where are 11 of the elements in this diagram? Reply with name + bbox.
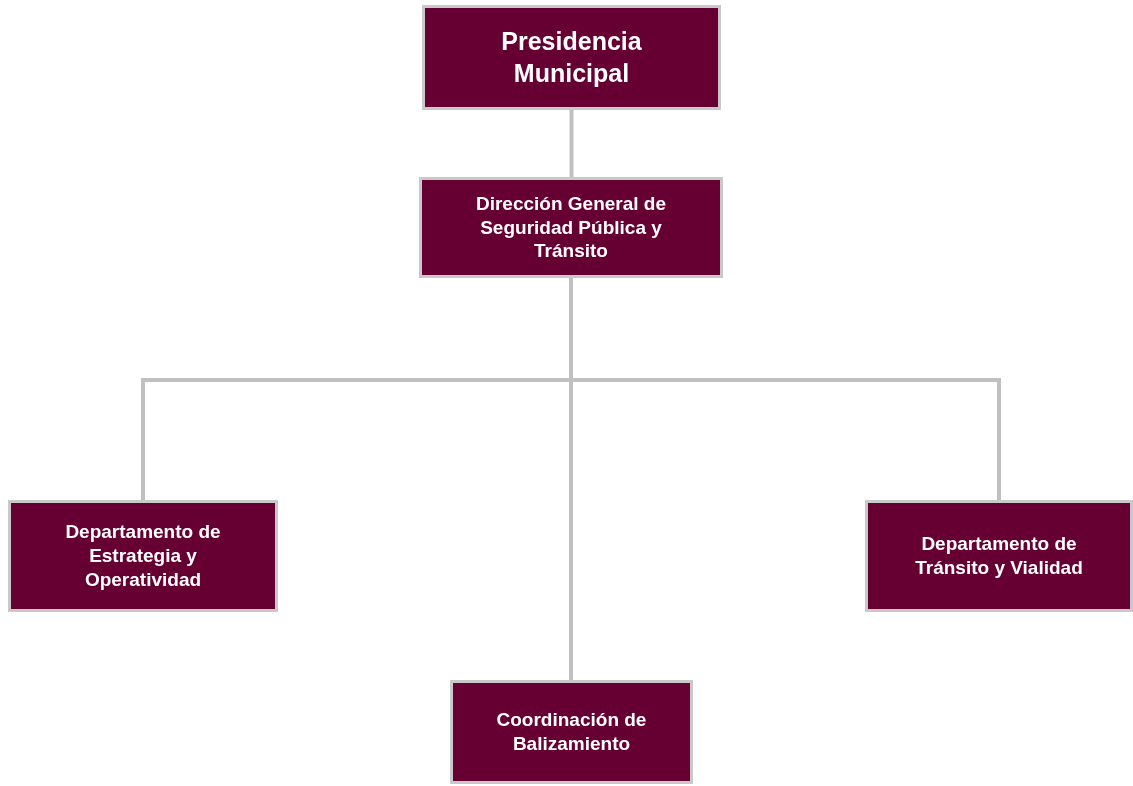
- org-box: [8, 500, 278, 612]
- connector-line: [569, 110, 574, 177]
- box-title: Departamento de Estrategia y Operatividad: [64, 520, 222, 592]
- box-title: Departamento de Tránsito y Vialidad: [914, 532, 1084, 580]
- org-box: [419, 177, 723, 278]
- org-box: [865, 500, 1133, 612]
- box-title: Coordinación de Balizamiento: [495, 708, 648, 756]
- org-box: [450, 680, 693, 784]
- org-box: [422, 5, 721, 110]
- box-title: Presidencia Municipal: [500, 26, 643, 89]
- box-title: Dirección General de Seguridad Pública y Tránsito: [474, 191, 668, 264]
